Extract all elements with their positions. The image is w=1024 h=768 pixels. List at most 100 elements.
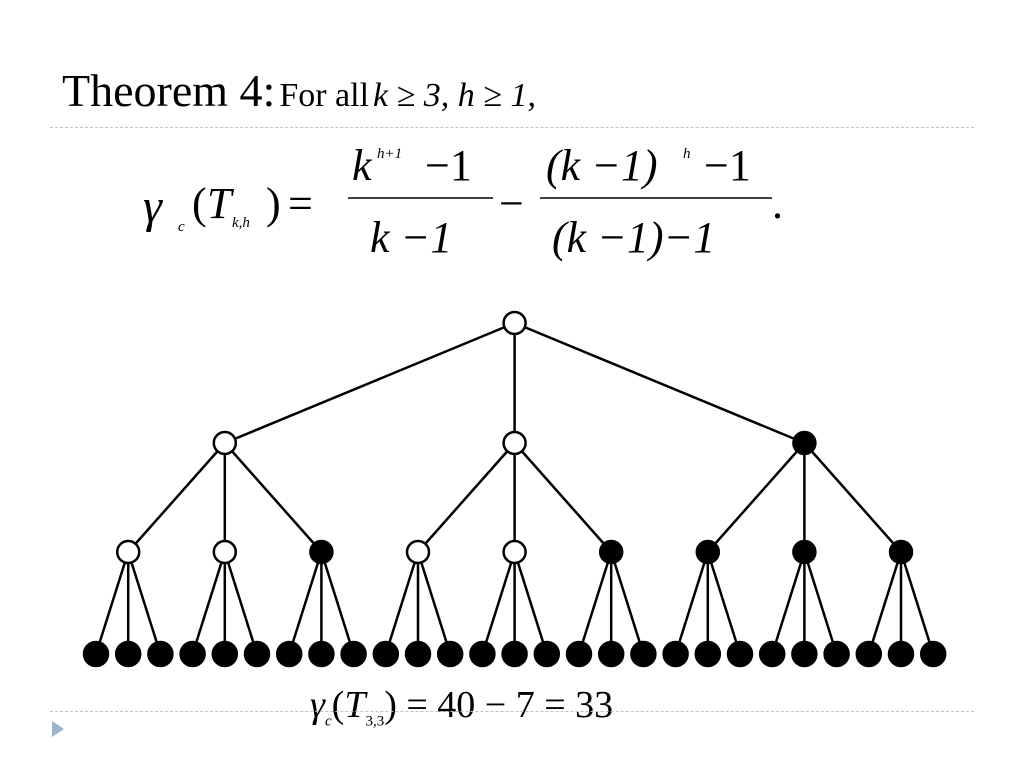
bottom-T: T (344, 684, 366, 726)
tree-leaf-node (823, 640, 850, 668)
tree-root-node (502, 310, 527, 336)
frac1-numerator-exponent: h+1 (377, 146, 402, 162)
tree-leaf-node (372, 640, 400, 668)
tree-leaf-node (436, 640, 464, 668)
formula-gamma: γ (143, 180, 163, 233)
tree-edge (416, 551, 452, 655)
formula-open-paren: ( (192, 179, 207, 228)
tree-edge (481, 551, 516, 655)
frac1-denominator: k −1 (370, 213, 452, 262)
tree-edge (288, 551, 323, 655)
tree-node (792, 430, 817, 456)
tree-edge (803, 551, 838, 655)
tree-edge (771, 551, 806, 655)
tree-edge (899, 551, 935, 655)
tree-leaf-node (758, 640, 786, 668)
tree-leaf-node (340, 640, 367, 668)
tree-node (212, 539, 238, 565)
frac1-numerator-base: k (352, 141, 373, 190)
bottom-divider (50, 711, 974, 712)
tree-edge (384, 551, 420, 655)
tree-node (309, 539, 334, 565)
frac1-numerator-tail: −1 (425, 141, 472, 190)
tree-node (502, 539, 527, 565)
formula-T: T (207, 179, 235, 228)
frac2-numerator-tail: −1 (704, 141, 751, 190)
tree-edge (706, 551, 742, 655)
formula-equals: = (288, 179, 313, 228)
tree-edge (610, 551, 645, 655)
bottom-gamma-sub: c (324, 713, 332, 730)
tree-leaf-node (404, 640, 432, 668)
tree-leaf-node (630, 640, 657, 668)
tree-leaf-node (308, 640, 335, 668)
bottom-rhs: = 40 − 7 = 33 (406, 684, 614, 726)
tree-leaf-node (501, 640, 528, 668)
tree-node (405, 539, 431, 565)
tree-edge (320, 551, 355, 655)
top-divider (50, 127, 974, 128)
tree-edge (127, 551, 162, 655)
tree-leaf-node (887, 640, 915, 668)
tree-node (695, 539, 721, 565)
theorem-condition-math: k ≥ 3, h ≥ 1, (373, 77, 536, 114)
tree-leaf-node (147, 640, 174, 668)
tree-edge (417, 442, 516, 553)
tree-leaf-node (791, 640, 818, 668)
tree-leaf-node (211, 640, 239, 668)
tree-leaf-node (726, 640, 754, 668)
tree-edge (223, 442, 323, 553)
tree-edge (513, 442, 613, 553)
tree-node (115, 539, 141, 565)
bottom-gamma: γ (310, 684, 325, 726)
bottom-T-sub: 3,3 (365, 713, 385, 730)
tree-leaf-node (597, 640, 625, 668)
frac2-denominator: (k −1)−1 (552, 213, 715, 262)
tree-leaf-node (179, 640, 206, 668)
tree-edge (803, 442, 902, 553)
frac2-numerator-exponent: h (683, 146, 691, 162)
theorem-label: Theorem 4: (62, 65, 276, 116)
formula-period: . (772, 179, 783, 228)
tree-nodes (82, 310, 947, 668)
tree-node (212, 430, 238, 456)
bottom-open-paren: ( (331, 684, 345, 726)
tree-edge (223, 551, 259, 655)
theorem-formula: γ c ( T k,h ) = k h+1 −1 k −1 − (k −1) h… (143, 141, 783, 262)
tree-edge (94, 551, 130, 655)
tree-edges (94, 321, 935, 655)
theorem-condition-text: For all (279, 77, 370, 114)
tree-leaf-node (919, 640, 947, 668)
frac2-numerator-base: (k −1) (546, 141, 658, 190)
tree-node (792, 539, 817, 565)
tree-leaf-node (469, 640, 496, 668)
tree-leaf-node (82, 640, 110, 668)
tree-edge (867, 551, 903, 655)
formula-T-sub: k,h (232, 215, 250, 231)
tree-edge (191, 551, 226, 655)
tree-leaf-node (114, 640, 142, 668)
tree-edge (127, 442, 226, 553)
tree-leaf-node (533, 640, 561, 668)
tree-edge (514, 321, 805, 445)
tree-leaf-node (565, 640, 593, 668)
tree-leaf-node (275, 640, 303, 668)
formula-close-paren: ) (266, 179, 281, 228)
tree-edge (706, 442, 806, 553)
tree-node (598, 539, 624, 565)
bullet-triangle-icon (52, 721, 64, 737)
tree-leaf-node (694, 640, 722, 668)
bottom-close-paren: ) (384, 684, 407, 726)
bottom-equation: γc(T3,3) = 40 − 7 = 33 (310, 683, 613, 731)
tree-edge (224, 321, 516, 445)
formula-gamma-sub: c (178, 219, 185, 235)
tree-edge (674, 551, 709, 655)
tree-leaf-node (243, 640, 271, 668)
slide-title: Theorem 4: For all k ≥ 3, h ≥ 1, (62, 64, 536, 124)
tree-node (888, 539, 914, 565)
tree-node (502, 430, 527, 456)
tree-leaf-node (662, 640, 689, 668)
formula-minus: − (499, 179, 524, 228)
tree-edge (577, 551, 613, 655)
